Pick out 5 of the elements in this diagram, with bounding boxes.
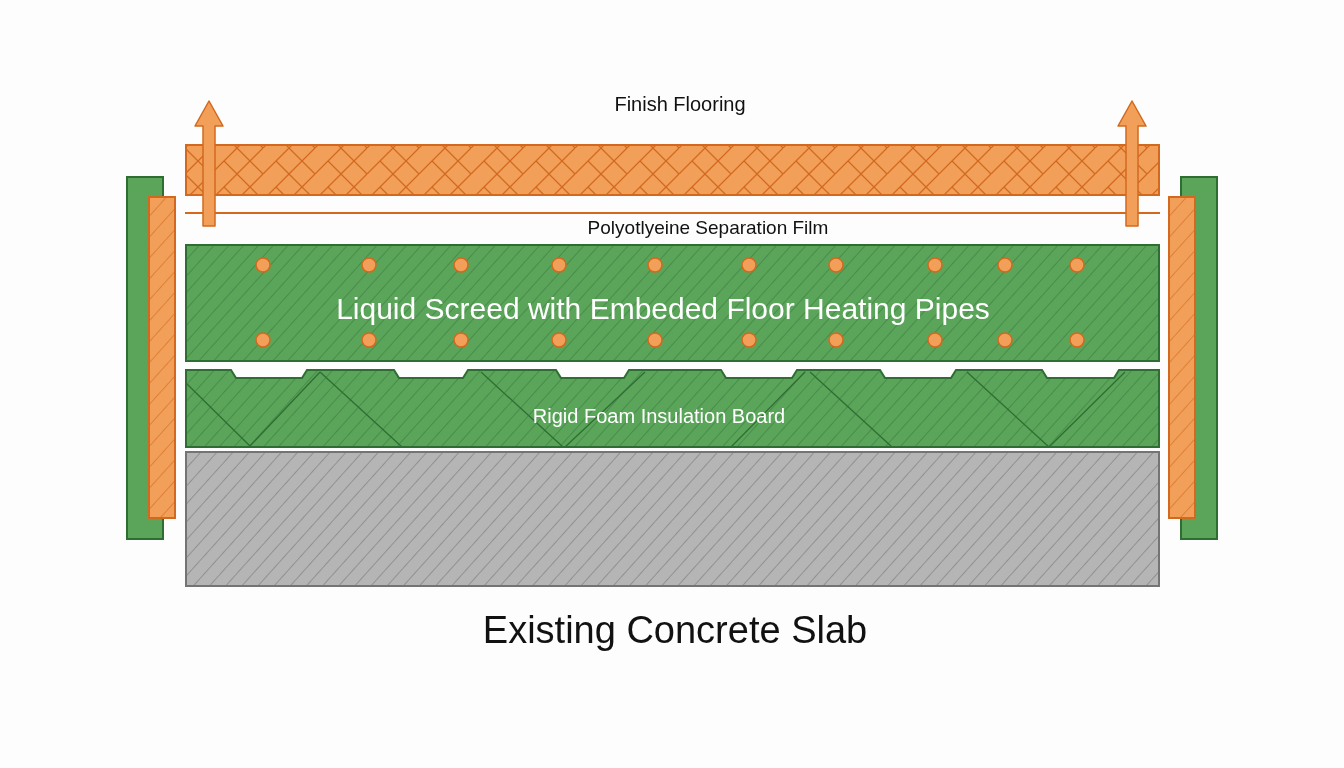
layer-label: Existing Concrete Slab	[482, 609, 868, 653]
layer-label: Polyotlyeine Separation Film	[587, 217, 829, 239]
layer-label: Liquid Screed with Embeded Floor Heating Pipes	[336, 291, 990, 327]
layer-label: Finish Flooring	[614, 92, 746, 116]
layer-label: Rigid Foam Insulation Board	[532, 404, 786, 428]
